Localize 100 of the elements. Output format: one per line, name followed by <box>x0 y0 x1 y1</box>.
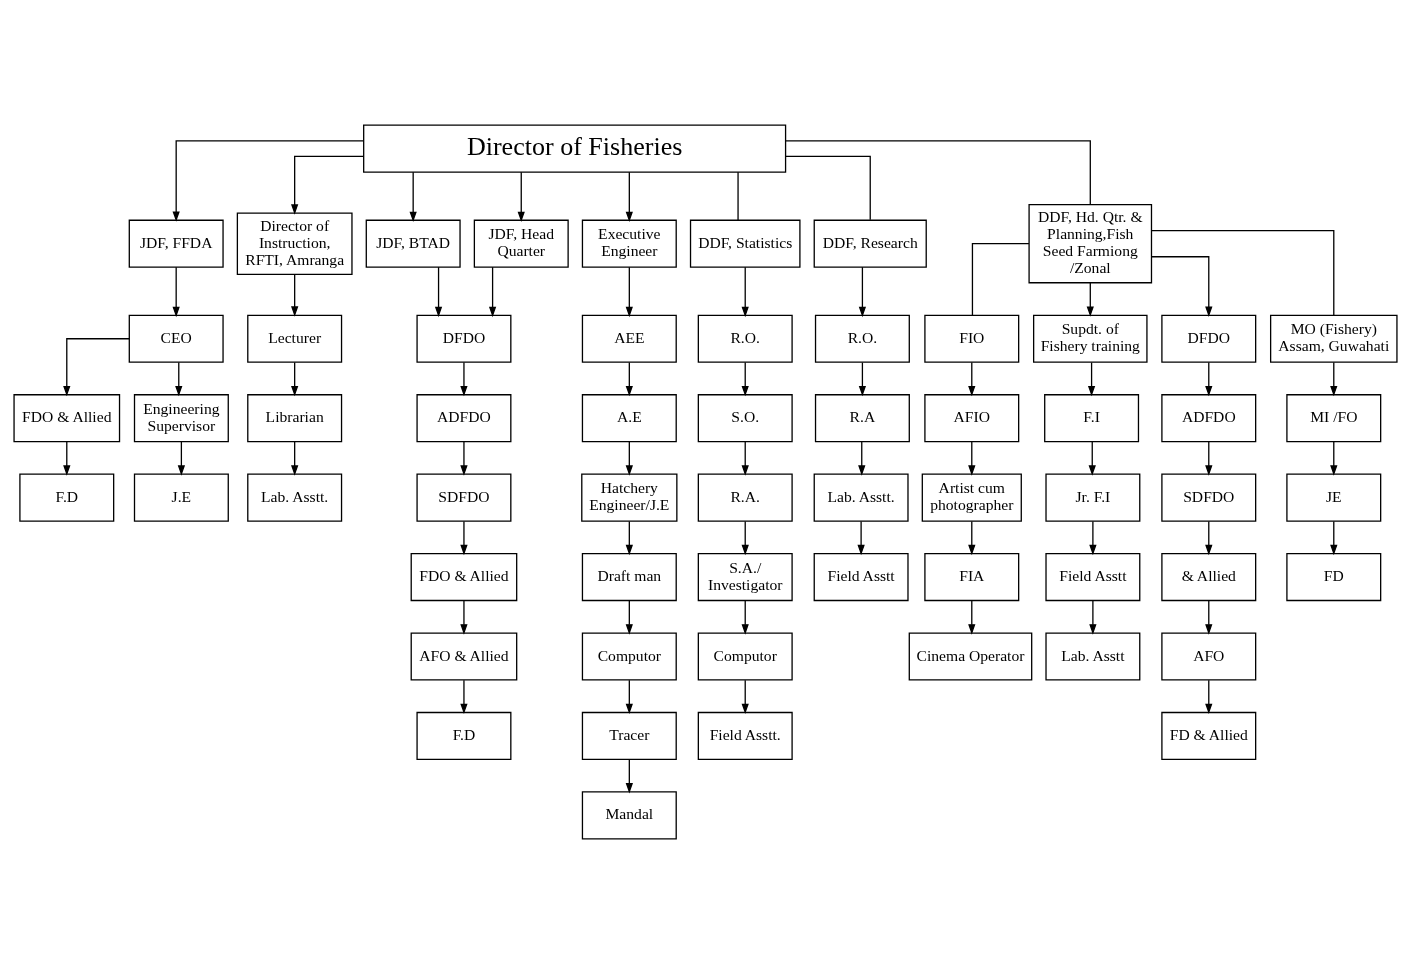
arrow <box>1330 520 1338 555</box>
node-box: DFDO <box>416 314 512 363</box>
arrow <box>857 520 865 555</box>
node-box: Director of Fisheries <box>363 124 787 173</box>
arrow <box>625 679 633 714</box>
arrow <box>1089 599 1097 635</box>
node-box: Cinema Operator <box>908 631 1033 681</box>
arrow <box>63 440 71 476</box>
arrow <box>175 361 183 396</box>
node-box: R.O. <box>814 314 910 363</box>
arrow <box>625 266 633 317</box>
arrow <box>291 273 299 317</box>
connector <box>737 171 739 221</box>
node-box: SDFDO <box>416 473 512 522</box>
connector <box>785 155 871 220</box>
arrow <box>1205 679 1213 714</box>
arrow <box>409 171 417 222</box>
node-box: Field Asstt <box>1045 552 1141 601</box>
arrow <box>968 440 976 476</box>
node-box: Field Asstt. <box>697 711 793 760</box>
connector <box>785 139 1091 205</box>
arrow <box>434 266 443 317</box>
arrow <box>460 361 468 396</box>
arrow <box>968 599 976 635</box>
arrow <box>858 266 867 317</box>
arrow <box>172 139 364 222</box>
arrow <box>1330 361 1338 396</box>
node-box: FDO & Allied <box>410 552 518 601</box>
arrow <box>460 679 468 714</box>
node-box: CEO <box>128 314 224 363</box>
node-box: Supdt. of Fishery training <box>1033 314 1148 363</box>
node-box: S.O. <box>697 393 793 442</box>
arrow <box>1205 440 1213 476</box>
arrow <box>460 599 468 635</box>
node-box: AEE <box>581 314 677 363</box>
arrow <box>460 520 468 555</box>
node-box: DDF, Hd. Qtr. & Planning,Fish Seed Farmiong /Zonal <box>1028 203 1153 283</box>
arrow <box>488 266 497 317</box>
node-box: FDO & Allied <box>13 393 121 442</box>
node-box: SDFDO <box>1161 473 1257 522</box>
node-box: J.E <box>133 473 229 522</box>
arrow <box>625 758 633 793</box>
arrow <box>741 520 749 555</box>
node-box: Lecturer <box>247 314 343 363</box>
node-box: DDF, Statistics <box>689 219 801 268</box>
node-box: FD <box>1286 552 1382 601</box>
arrow <box>858 440 866 476</box>
arrow <box>1150 255 1213 317</box>
node-box: JE <box>1286 473 1382 522</box>
node-box: Artist cum photographer <box>921 473 1022 522</box>
arrow <box>968 361 976 396</box>
arrow <box>625 361 633 396</box>
arrow <box>1089 520 1097 555</box>
connector <box>971 242 1030 316</box>
arrow <box>741 599 749 635</box>
node-box: ADFDO <box>1161 393 1257 442</box>
node-box: FIO <box>924 314 1020 363</box>
node-box: Lab. Asstt. <box>813 473 909 522</box>
arrow <box>858 361 867 396</box>
arrow <box>625 599 633 635</box>
node-box: MI /FO <box>1286 393 1382 442</box>
node-box: JDF, Head Quarter <box>473 219 569 268</box>
node-box: Computor <box>581 631 677 681</box>
node-box: Draft man <box>581 552 677 601</box>
arrow <box>1086 281 1094 317</box>
node-box: FD & Allied <box>1161 711 1257 760</box>
arrow <box>291 440 299 476</box>
arrow <box>1205 361 1213 396</box>
node-box: R.A <box>814 393 910 442</box>
arrow <box>625 520 633 555</box>
node-box: Tracer <box>581 711 677 760</box>
arrow <box>460 440 468 476</box>
connector <box>1151 229 1335 316</box>
node-box: F.D <box>19 473 115 522</box>
node-box: F.D <box>416 711 512 760</box>
arrow <box>291 155 365 215</box>
node-box: AFO <box>1161 631 1257 681</box>
node-box: Jr. F.I <box>1045 473 1141 522</box>
arrow <box>517 171 525 222</box>
node-box: A.E <box>581 393 677 442</box>
node-box: & Allied <box>1161 552 1257 601</box>
node-box: Executive Engineer <box>581 219 677 268</box>
node-box: AFIO <box>924 393 1020 442</box>
node-box: ADFDO <box>416 393 512 442</box>
arrow <box>968 520 976 555</box>
node-box: JDF, FFDA <box>128 219 224 268</box>
arrow <box>291 361 299 396</box>
arrow <box>741 679 749 714</box>
arrow <box>625 440 633 476</box>
node-box: MO (Fishery) Assam, Guwahati <box>1270 314 1398 363</box>
node-box: R.O. <box>697 314 793 363</box>
node-box: Engineering Supervisor <box>133 393 229 442</box>
arrow <box>63 337 130 396</box>
node-box: S.A./ Investigator <box>697 552 793 601</box>
node-box: Mandal <box>581 790 677 839</box>
arrow <box>741 361 749 396</box>
node-box: Lab. Asstt. <box>247 473 343 522</box>
node-box: Computor <box>697 631 793 681</box>
node-box: Librarian <box>247 393 343 442</box>
node-box: AFO & Allied <box>410 631 518 681</box>
